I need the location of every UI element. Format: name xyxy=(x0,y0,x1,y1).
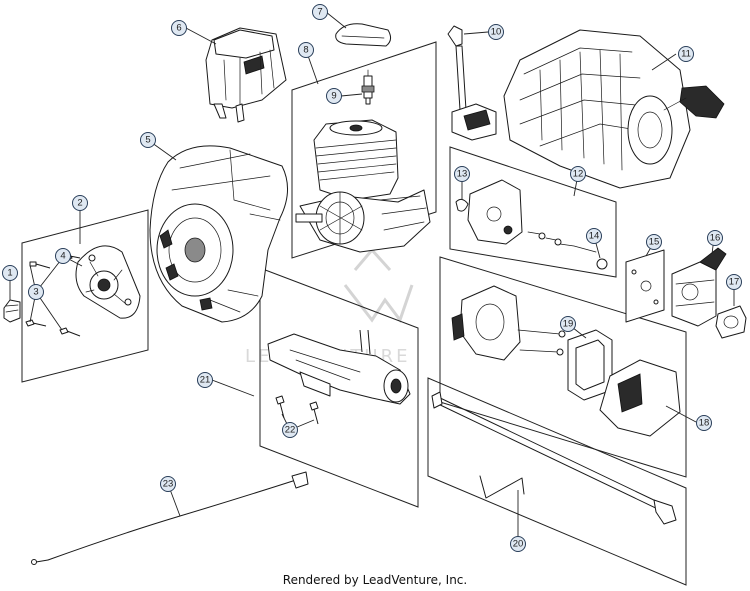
callout-22: 22 xyxy=(282,422,298,438)
svg-text:3: 3 xyxy=(33,287,38,298)
panel-2 xyxy=(21,209,149,383)
callout-10: 10 xyxy=(488,24,504,40)
part-9-spark-plug xyxy=(361,69,375,105)
callout-11: 11 xyxy=(678,46,694,62)
callout-12: 12 xyxy=(570,166,586,182)
svg-text:23: 23 xyxy=(163,479,174,490)
svg-text:21: 21 xyxy=(200,375,211,386)
part-5-fan-housing xyxy=(149,145,288,323)
callout-1: 1 xyxy=(2,265,18,281)
callout-9: 9 xyxy=(326,88,342,104)
callout-5: 5 xyxy=(140,132,156,148)
part-18-air-filter-cover xyxy=(599,359,681,437)
svg-text:20: 20 xyxy=(513,539,524,550)
svg-text:18: 18 xyxy=(699,418,710,429)
callout-6: 6 xyxy=(171,20,187,36)
panel-12 xyxy=(449,146,617,278)
part-12-carb-bracket xyxy=(467,179,597,253)
callout-4: 4 xyxy=(55,248,71,264)
part-4-starter-plate xyxy=(75,245,141,319)
callout-17: 17 xyxy=(726,274,742,290)
svg-text:10: 10 xyxy=(491,27,502,38)
callout-15: 15 xyxy=(646,234,662,250)
part-21-handle xyxy=(267,329,411,405)
svg-text:1: 1 xyxy=(7,268,12,279)
panel-20 xyxy=(427,377,687,586)
callout-14: 14 xyxy=(586,228,602,244)
part-1-fitting xyxy=(3,299,21,323)
svg-text:7: 7 xyxy=(317,7,322,18)
svg-text:5: 5 xyxy=(145,135,150,146)
svg-text:8: 8 xyxy=(303,45,308,56)
part-19-filter-element xyxy=(567,329,613,401)
svg-text:12: 12 xyxy=(573,169,584,180)
part-18-air-filter-base xyxy=(451,285,566,361)
svg-text:4: 4 xyxy=(60,251,65,262)
part-15-gasket-plate xyxy=(625,249,665,323)
callout-7: 7 xyxy=(312,4,328,20)
svg-text:15: 15 xyxy=(649,237,660,248)
part-13-clip xyxy=(455,198,469,212)
svg-text:11: 11 xyxy=(681,49,691,60)
svg-text:2: 2 xyxy=(77,198,82,209)
footer-credit: Rendered by LeadVenture, Inc. xyxy=(282,573,468,587)
part-22-screws xyxy=(275,395,319,425)
part-20-throttle-rod xyxy=(431,391,677,525)
callout-21: 21 xyxy=(197,372,213,388)
svg-text:19: 19 xyxy=(563,319,574,330)
svg-text:16: 16 xyxy=(710,233,721,244)
svg-text:17: 17 xyxy=(729,277,740,288)
callout-8: 8 xyxy=(298,42,314,58)
callout-18: 18 xyxy=(696,415,712,431)
part-6-muffler xyxy=(205,27,287,123)
callout-3: 3 xyxy=(28,284,44,300)
svg-text:22: 22 xyxy=(285,425,296,436)
panel-18 xyxy=(439,256,687,478)
part-11-recoil-starter xyxy=(503,29,725,189)
callout-16: 16 xyxy=(707,230,723,246)
panel-8 xyxy=(291,41,437,259)
svg-text:14: 14 xyxy=(589,231,600,242)
part-10-ignition-coil xyxy=(447,25,497,141)
part-17-gasket xyxy=(715,305,747,339)
part-7-gasket xyxy=(335,23,392,47)
panels xyxy=(21,41,687,586)
callout-20: 20 xyxy=(510,536,526,552)
part-14-plug xyxy=(596,258,608,270)
callout-23: 23 xyxy=(160,476,176,492)
svg-text:6: 6 xyxy=(176,23,181,34)
callout-2: 2 xyxy=(72,195,88,211)
callout-19: 19 xyxy=(560,316,576,332)
panel-21 xyxy=(259,267,419,508)
svg-text:13: 13 xyxy=(457,169,468,180)
callout-13: 13 xyxy=(454,166,470,182)
part-8-engine xyxy=(295,119,431,253)
svg-text:9: 9 xyxy=(331,91,336,102)
